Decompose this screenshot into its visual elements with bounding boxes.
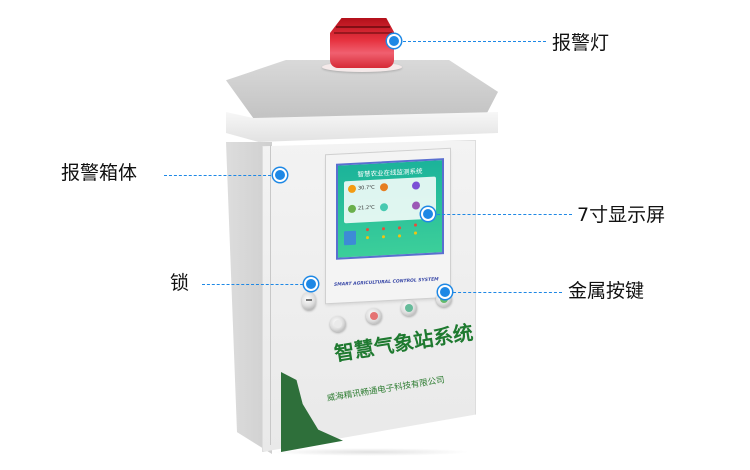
callout-dot-alarm-light [389,36,399,46]
callout-line-alarm-light [398,41,546,42]
metal-button-green[interactable] [401,300,417,316]
callout-dot-enclosure [275,170,285,180]
callout-alarm-light: 报警灯 [552,32,610,54]
metal-button-white[interactable] [330,316,346,332]
callout-line-display [432,214,572,215]
callout-dot-display [423,209,433,219]
lock-keyhole[interactable] [302,292,316,310]
callout-display: 7寸显示屏 [577,204,666,226]
callout-dot-lock [306,279,316,289]
screen-footer-brand: SMART AGRICULTURAL CONTROL SYSTEM [334,277,439,288]
display-panel: 智慧农业在线监测系统 30.7℃ 21.2℃ SMART AGRICULTURA… [326,148,450,304]
screen-reading: 30.7℃ [358,184,375,192]
screen-reading: 21.2℃ [358,204,375,212]
metal-button-red[interactable] [366,308,382,324]
callout-enclosure: 报警箱体 [61,162,138,184]
door-seam [270,145,271,445]
callout-buttons: 金属按键 [568,280,645,302]
callout-line-enclosure [164,175,276,176]
callout-line-buttons [448,292,562,293]
callout-line-lock [202,284,308,285]
callout-lock: 锁 [170,272,190,294]
callout-dot-buttons [440,287,450,297]
